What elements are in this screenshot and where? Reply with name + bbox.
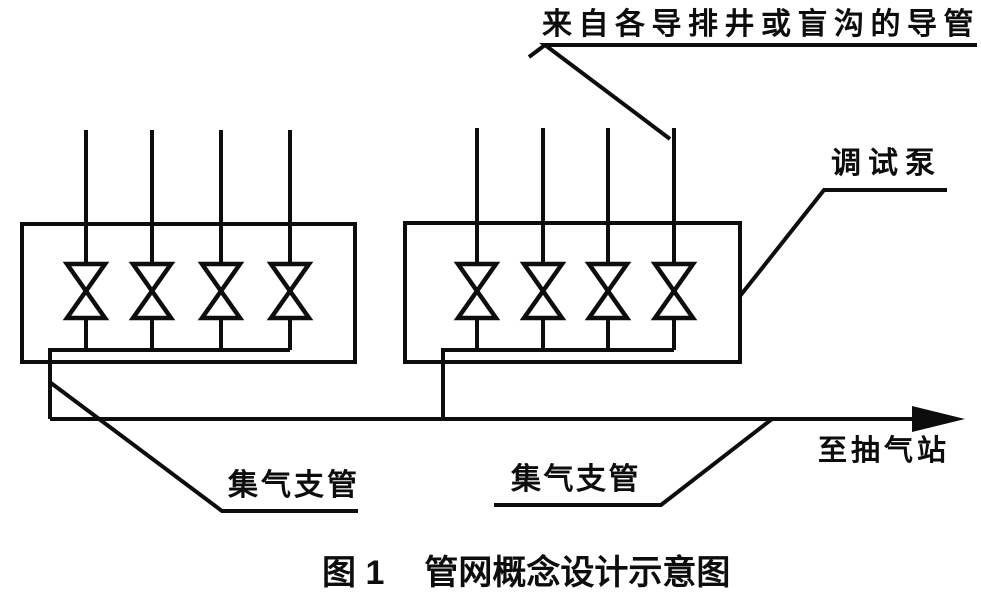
leader-branch-right-label [494, 417, 774, 507]
figure-title: 管网概念设计示意图 [424, 554, 731, 592]
valve-icon [453, 261, 501, 321]
valve-row-right [453, 261, 698, 321]
valve-icon [266, 261, 314, 321]
valve-row-left [62, 261, 314, 321]
gas-branch-pipe-label-right: 集气支管 [511, 463, 641, 496]
valve-icon [650, 261, 698, 321]
valve-icon [62, 261, 110, 321]
figure-number: 图 1 [322, 554, 385, 592]
valve-icon [197, 261, 245, 321]
figure-caption: 图 1 管网概念设计示意图 [322, 545, 730, 594]
flow-arrow-icon [912, 406, 965, 432]
to-extraction-station-label: 至抽气站 [818, 435, 951, 467]
inlet-pipes-left [84, 130, 292, 350]
manifold-left [48, 348, 290, 419]
valve-icon [128, 261, 176, 321]
gas-branch-pipe-label-left: 集气支管 [228, 469, 360, 502]
valve-box-right [403, 221, 742, 364]
inlet-conduits-label: 来自各导排井或盲沟的导管 [542, 8, 980, 41]
manifold-right [441, 348, 674, 419]
commissioning-pump-label: 调试泵 [831, 147, 942, 180]
leader-branch-left-label [49, 381, 358, 513]
valve-icon [584, 261, 632, 321]
leader-inlet-label [527, 43, 977, 141]
inlet-pipes-right [475, 128, 676, 350]
valve-box-left [20, 222, 357, 364]
leader-pump-label [738, 188, 947, 298]
valve-icon [519, 261, 567, 321]
